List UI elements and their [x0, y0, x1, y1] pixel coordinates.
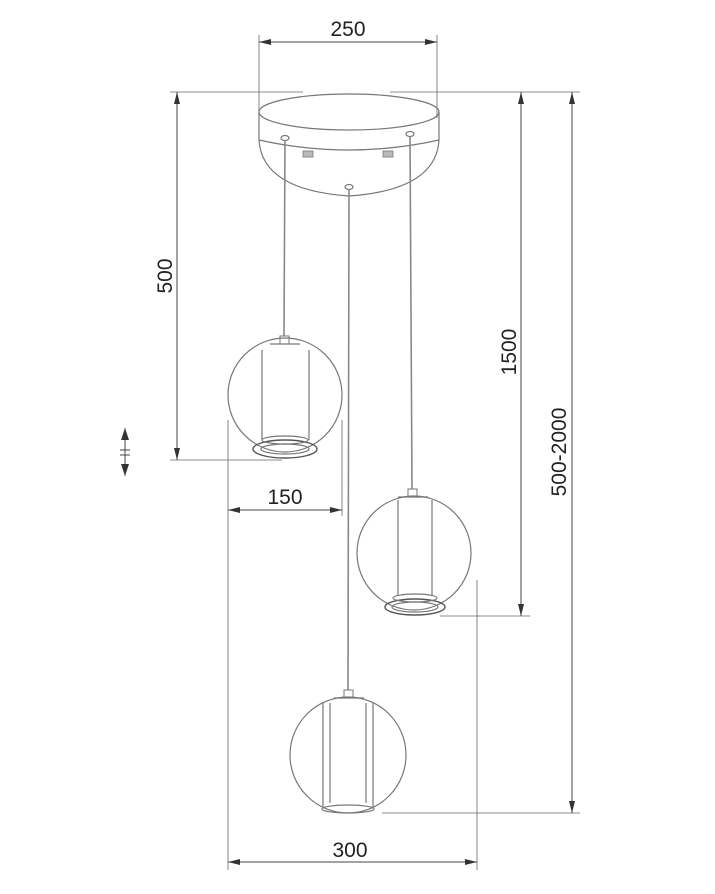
dimension-total-width: 300 — [228, 580, 478, 870]
short-drop-label: 500 — [154, 258, 177, 293]
globe-upper-left — [227, 335, 343, 459]
dimension-globe-diameter: 150 — [227, 420, 343, 870]
mid-drop-label: 1500 — [498, 329, 521, 376]
equal-length-symbol — [120, 428, 130, 476]
dimension-canopy-width: 250 — [258, 18, 438, 118]
suspension-cables — [283, 135, 413, 691]
globe-diameter-label: 150 — [267, 486, 302, 509]
globe-bottom — [289, 689, 407, 814]
overall-height-label: 500-2000 — [548, 408, 571, 497]
arrow-right — [425, 39, 437, 45]
arrow-left — [259, 39, 271, 45]
globe-right — [356, 488, 472, 616]
dimension-mid-drop: 1500 — [390, 91, 530, 617]
ceiling-canopy — [258, 93, 440, 197]
dimension-short-drop: 500 — [154, 91, 303, 461]
canopy-screw-right — [382, 150, 394, 158]
canopy-width-label: 250 — [330, 18, 365, 41]
canopy-screw-left — [302, 150, 314, 158]
total-width-label: 300 — [332, 839, 367, 862]
dimension-overall-height: 500-2000 — [382, 91, 580, 814]
